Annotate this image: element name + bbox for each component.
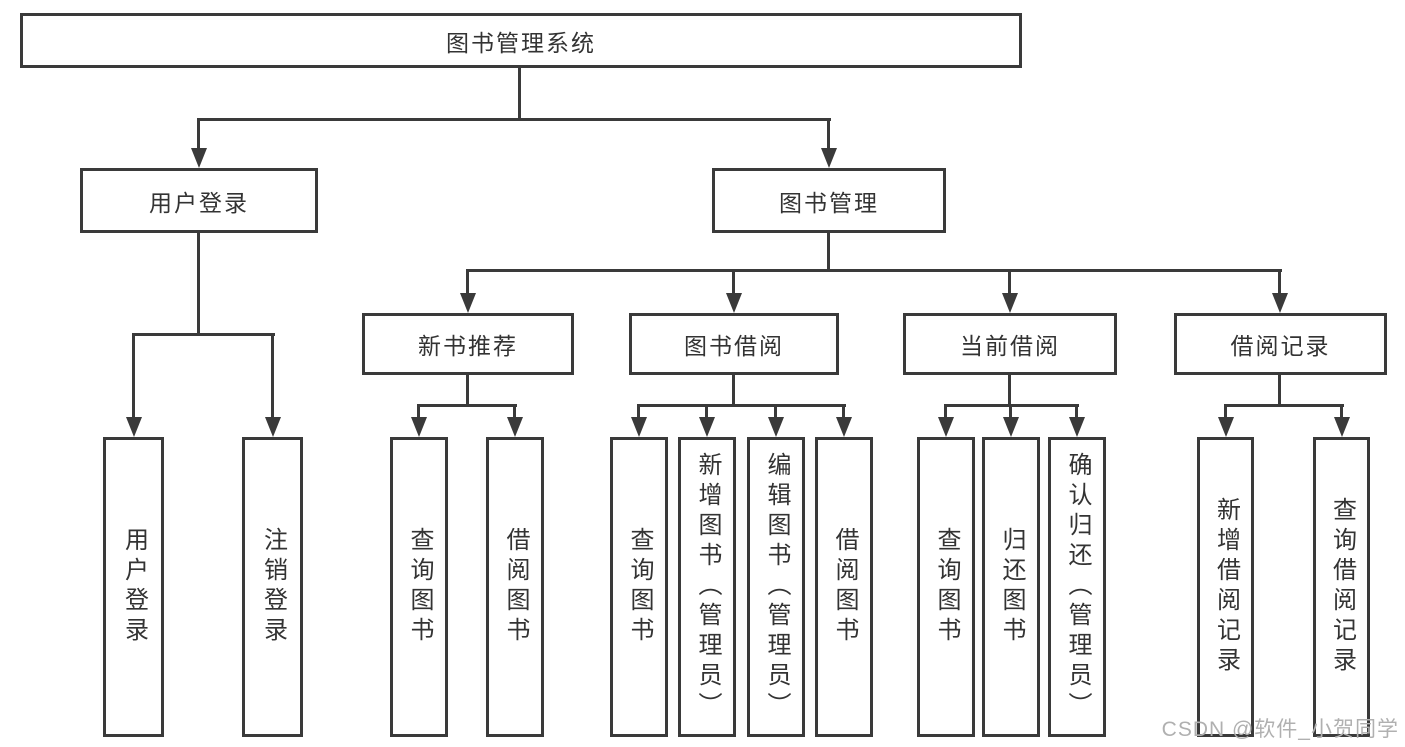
arrowhead-down-icon [191,148,207,168]
arrowhead-down-icon [126,417,142,437]
leaf-query-book-2: 查询图书 [610,437,668,737]
connector-line [637,407,640,417]
connector-line [1278,272,1281,293]
leaf-query-book-1: 查询图书 [390,437,448,737]
connector-line [842,407,845,417]
leaf-add-borrow-record-label: 新增借阅记录 [1212,497,1240,677]
leaf-query-book-1-label: 查询图书 [406,527,433,647]
node-user-login-label: 用户登录 [149,189,249,216]
connector-line [944,407,947,417]
arrowhead-down-icon [631,417,647,437]
leaf-borrow-book-1: 借阅图书 [486,437,544,737]
leaf-logout: 注销登录 [242,437,303,737]
arrowhead-down-icon [1003,417,1019,437]
connector-line [271,336,274,417]
connector-line [197,121,200,148]
arrowhead-down-icon [1002,293,1018,313]
node-book-management-label: 图书管理 [779,189,879,216]
leaf-query-book-3: 查询图书 [917,437,975,737]
connector-line [466,375,469,405]
arrowhead-down-icon [1069,417,1085,437]
connector-line [1008,375,1011,405]
leaf-borrow-book-2-label: 借阅图书 [831,527,858,647]
node-borrow-records: 借阅记录 [1174,313,1387,375]
connector-line [1278,375,1281,405]
leaf-query-borrow-record: 查询借阅记录 [1313,437,1370,737]
arrowhead-down-icon [507,417,523,437]
connector-line [827,233,830,269]
node-book-management: 图书管理 [712,168,946,233]
connector-line [132,336,135,417]
leaf-logout-label: 注销登录 [259,527,287,647]
connector-line [944,404,1079,407]
leaf-query-borrow-record-label: 查询借阅记录 [1328,497,1356,677]
node-new-book-recommend-label: 新书推荐 [418,333,518,359]
leaf-user-login: 用户登录 [103,437,164,737]
node-book-borrow-label: 图书借阅 [684,333,784,359]
leaf-borrow-book-2: 借阅图书 [815,437,873,737]
arrowhead-down-icon [1272,293,1288,313]
leaf-user-login-label: 用户登录 [120,527,148,647]
connector-line [1224,407,1227,417]
leaf-query-book-3-label: 查询图书 [933,527,960,647]
connector-line [774,407,777,417]
connector-line [827,121,830,148]
connector-line [417,404,517,407]
connector-line [518,68,521,121]
arrowhead-down-icon [836,417,852,437]
leaf-return-book: 归还图书 [982,437,1040,737]
leaf-query-book-2-label: 查询图书 [626,527,653,647]
connector-line [417,407,420,417]
connector-line [132,333,275,336]
arrowhead-down-icon [726,293,742,313]
connector-line [197,118,831,121]
arrowhead-down-icon [411,417,427,437]
arrowhead-down-icon [460,293,476,313]
node-library-system-label: 图书管理系统 [446,29,596,56]
arrowhead-down-icon [699,417,715,437]
leaf-return-book-label: 归还图书 [998,527,1025,647]
connector-line [1340,407,1343,417]
node-new-book-recommend: 新书推荐 [362,313,574,375]
leaf-edit-book-admin: 编辑图书（管理员） [747,437,805,737]
connector-line [637,404,846,407]
node-library-system: 图书管理系统 [20,13,1022,68]
connector-line [466,269,1282,272]
connector-line [513,407,516,417]
arrowhead-down-icon [265,417,281,437]
arrowhead-down-icon [1334,417,1350,437]
leaf-add-book-admin-label: 新增图书（管理员） [694,452,721,722]
node-borrow-records-label: 借阅记录 [1230,333,1331,359]
connector-line [732,375,735,405]
watermark: CSDN @软件_小贺同学 [1161,718,1399,741]
leaf-confirm-return-admin: 确认归还（管理员） [1048,437,1106,737]
leaf-edit-book-admin-label: 编辑图书（管理员） [763,452,790,722]
leaf-borrow-book-1-label: 借阅图书 [502,527,529,647]
node-current-borrow-label: 当前借阅 [960,333,1060,359]
arrowhead-down-icon [821,148,837,168]
connector-line [1009,407,1012,417]
node-book-borrow: 图书借阅 [629,313,839,375]
connector-line [1224,404,1344,407]
arrowhead-down-icon [768,417,784,437]
connector-line [1075,407,1078,417]
arrowhead-down-icon [938,417,954,437]
leaf-add-borrow-record: 新增借阅记录 [1197,437,1254,737]
connector-line [197,233,200,333]
connector-line [732,272,735,293]
connector-line [466,272,469,293]
node-user-login: 用户登录 [80,168,318,233]
leaf-confirm-return-admin-label: 确认归还（管理员） [1064,452,1091,722]
leaf-add-book-admin: 新增图书（管理员） [678,437,736,737]
connector-line [1008,272,1011,293]
connector-line [705,407,708,417]
arrowhead-down-icon [1218,417,1234,437]
node-current-borrow: 当前借阅 [903,313,1117,375]
